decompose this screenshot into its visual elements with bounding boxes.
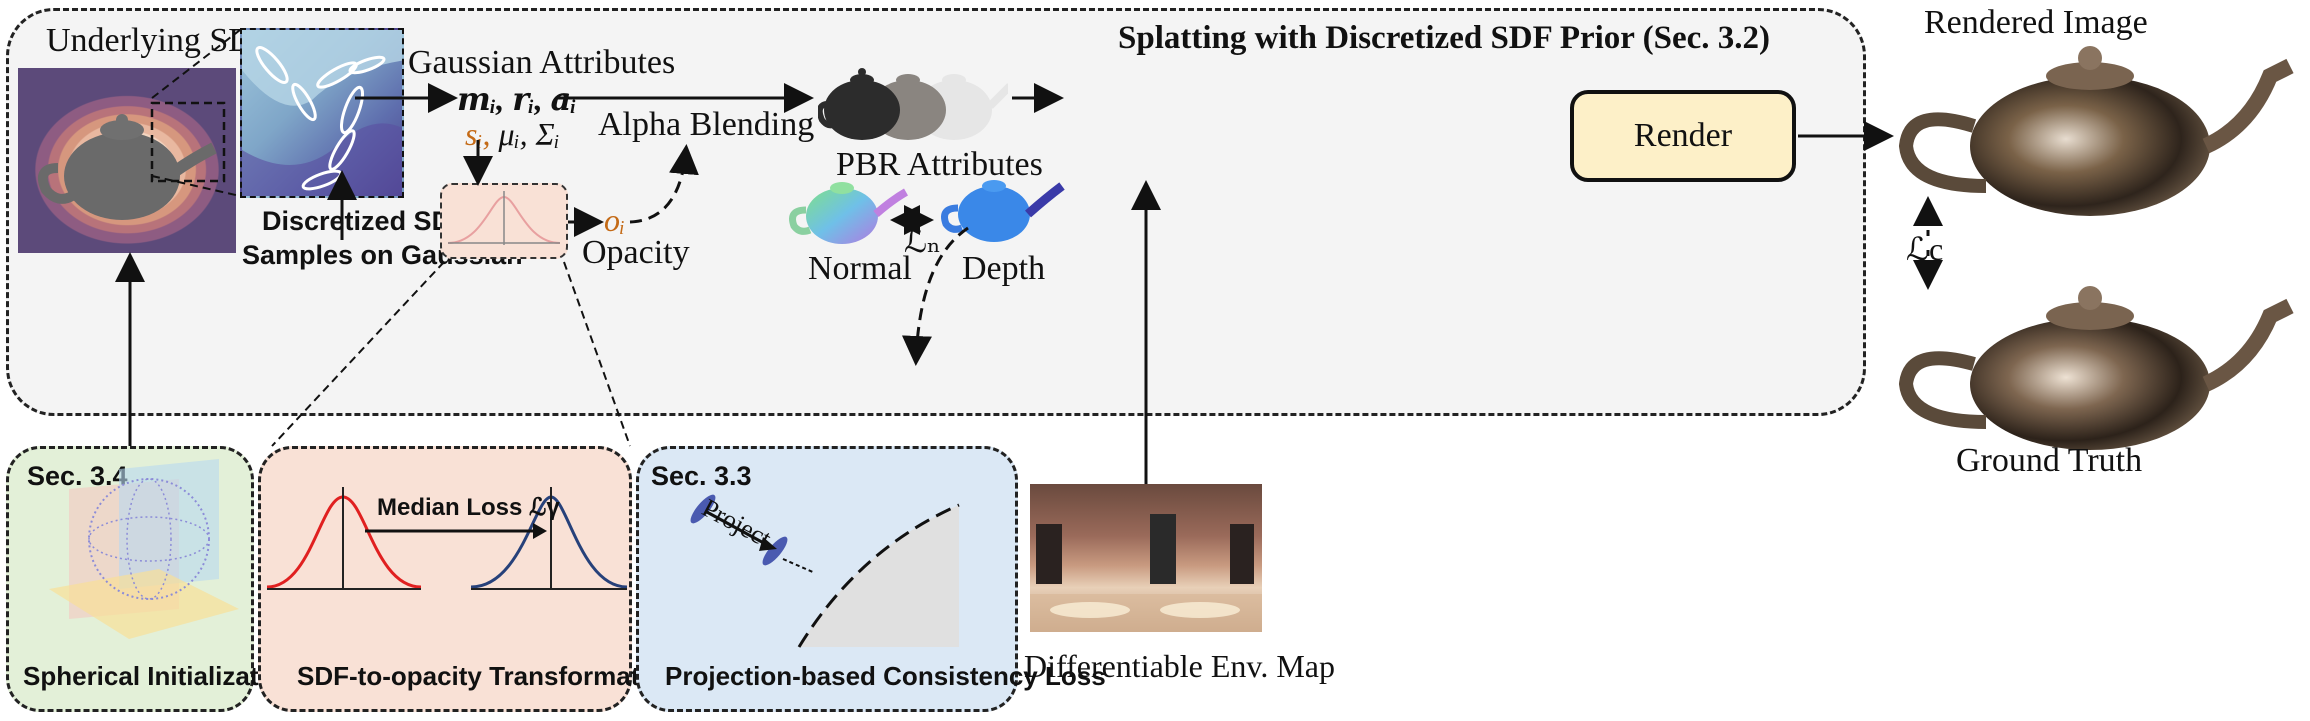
sdf-symbol: sᵢ, xyxy=(465,116,491,152)
underlying-sdf-image xyxy=(18,68,236,253)
gaussian-ellipses xyxy=(242,30,402,196)
env-map-image xyxy=(1030,484,1262,632)
projection-loss-panel: Sec. 3.3 Project Projection-based Consis… xyxy=(636,446,1106,712)
sphere-illustration xyxy=(49,459,239,639)
render-box: Render xyxy=(1570,90,1796,182)
opacity-label: Opacity xyxy=(582,234,690,271)
depth-teapot-image xyxy=(934,168,1066,248)
depth-label: Depth xyxy=(962,250,1046,287)
projection-illustration xyxy=(690,494,960,648)
spherical-init-panel: Sec. 3.4 Spherical Initialization xyxy=(6,446,298,712)
panel-title: Splatting with Discretized SDF Prior (Se… xyxy=(1118,20,1770,56)
sdf-to-opacity-panel: Median Loss ℒγ SDF-to-opacity Transforma… xyxy=(258,446,678,712)
sdf-to-opacity-box xyxy=(440,183,568,259)
ground-truth-label: Ground Truth xyxy=(1956,442,2143,479)
projection-loss-caption: Projection-based Consistency Loss xyxy=(665,661,1106,691)
gaussian-sdf-equation: sᵢ, μᵢ, Σᵢ xyxy=(465,116,560,153)
env-map-label: Differentiable Env. Map xyxy=(1024,648,1335,684)
pbr-attributes-label: PBR Attributes xyxy=(836,146,1043,183)
opacity-symbol: oᵢ xyxy=(604,202,626,238)
gaussian-attributes-label: Gaussian Attributes xyxy=(408,44,676,81)
rendered-image-label: Rendered Image xyxy=(1924,4,2148,41)
small-gaussian-curve xyxy=(447,191,561,245)
alpha-blending-label: Alpha Blending xyxy=(598,106,815,143)
normal-loss-symbol: ℒₙ xyxy=(904,223,941,259)
discretized-sdf-image xyxy=(240,28,404,198)
normal-teapot-image xyxy=(780,170,910,248)
sec-3-3-label: Sec. 3.3 xyxy=(651,461,752,491)
mu-sigma-symbols: μᵢ, Σᵢ xyxy=(490,116,560,152)
color-loss-symbol: ℒc xyxy=(1906,231,1944,267)
normal-label: Normal xyxy=(808,250,912,287)
underlying-sdf-label: Underlying SDF xyxy=(46,22,272,59)
rendered-teapot-image xyxy=(1890,36,2306,220)
opacity-transform-curves xyxy=(266,487,628,590)
teapot-shape xyxy=(38,101,226,220)
median-loss-label: Median Loss ℒγ xyxy=(377,494,560,521)
discretized-sdf-label-1: Discretized SDF xyxy=(262,206,468,236)
sdf-to-opacity-caption: SDF-to-opacity Transformation xyxy=(297,661,679,691)
spherical-init-caption: Spherical Initialization xyxy=(23,661,298,691)
gaussian-attr-equation: 𝒎ᵢ, 𝒓ᵢ, 𝒂ᵢ xyxy=(457,81,577,117)
pbr-teapots-image xyxy=(818,68,1008,140)
ground-truth-teapot-image xyxy=(1890,280,2306,452)
pbr-attribute-teapots xyxy=(818,60,1008,144)
render-label: Render xyxy=(1633,117,1733,154)
